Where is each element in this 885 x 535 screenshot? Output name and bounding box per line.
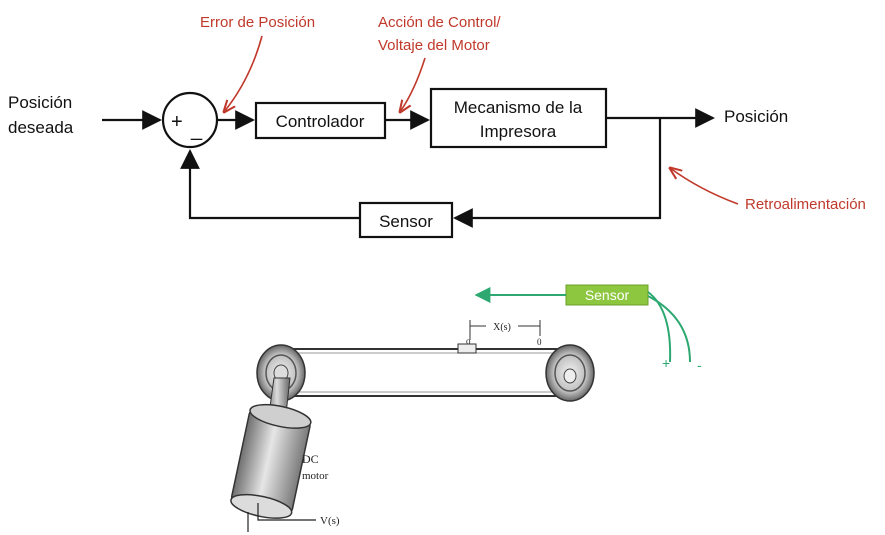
sensor-label: Sensor [379, 212, 433, 231]
input-label-line2: deseada [8, 118, 74, 137]
error-annotation: Error de Posición [200, 14, 315, 31]
sensor-block [358, 201, 454, 239]
block-diagram: Posición deseada + _ Controlador Mecanis… [8, 14, 866, 239]
feedback-path-arrow [453, 118, 662, 228]
carriage-zero-mark: o [466, 336, 471, 346]
printer-mechanism-illustration: Sensor + - X(s) o 0 [230, 284, 702, 532]
error-annotation-arrow [224, 35, 263, 112]
motor-label-line2: motor [302, 470, 329, 482]
voltage-label: V(s) [320, 515, 340, 527]
position-label: X(s) [493, 322, 511, 333]
control-action-annotation-line2: Voltaje del Motor [378, 37, 490, 54]
feedback-return-arrow [180, 149, 360, 220]
zero-label: 0 [537, 337, 542, 347]
sum-plus-sign: + [171, 111, 183, 133]
sensor-wire-minus [647, 295, 691, 363]
dc-motor [230, 403, 312, 519]
feedback-annotation: Retroalimentación [745, 196, 866, 213]
motor-label-line1: DC [302, 452, 319, 466]
sum-minus-sign: _ [190, 119, 203, 141]
feedback-annotation-arrow [670, 168, 739, 205]
sensor-wire-plus [647, 291, 672, 363]
input-label-line1: Posición [8, 93, 72, 112]
sensor-badge-label: Sensor [585, 287, 630, 303]
carriage-marker [457, 343, 477, 354]
control-action-annotation-line1: Acción de Control/ [378, 14, 501, 31]
controller-label: Controlador [276, 112, 365, 131]
plant-label-line1: Mecanismo de la [454, 98, 583, 117]
plant-label-line2: Impresora [480, 122, 557, 141]
control-action-annotation-arrow [400, 57, 426, 112]
terminal-plus: + [662, 355, 670, 371]
terminal-minus: - [697, 357, 702, 373]
output-label: Posición [724, 107, 788, 126]
voltage-lead [257, 503, 316, 521]
